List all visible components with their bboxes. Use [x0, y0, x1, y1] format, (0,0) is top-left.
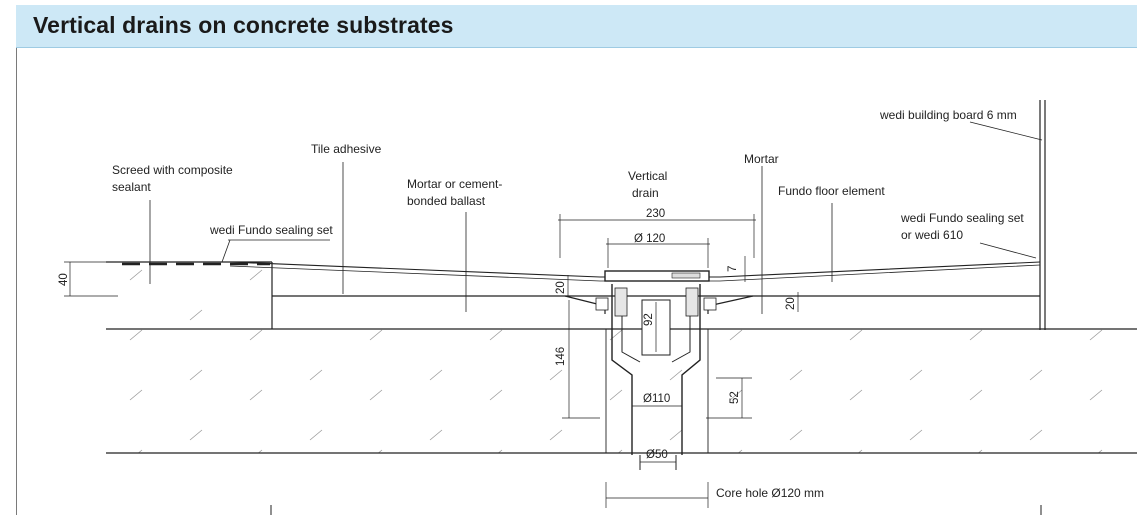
dim-50: Ø50 — [646, 449, 668, 461]
label-screed-line1: Screed with composite — [112, 163, 233, 177]
label-tile-adhesive: Tile adhesive — [311, 142, 382, 156]
label-fundo-sealing-set-left: wedi Fundo sealing set — [209, 223, 333, 237]
dim-110: Ø110 — [643, 393, 670, 405]
frame-left-border — [16, 48, 17, 515]
label-mortar-ballast-line2: bonded ballast — [407, 194, 486, 208]
page-title: Vertical drains on concrete substrates — [33, 12, 454, 38]
dim-92: 92 — [643, 313, 655, 326]
label-fundo-sealing-right-line1: wedi Fundo sealing set — [900, 211, 1024, 225]
dim-20-left: 20 — [555, 281, 567, 294]
dim-146: 146 — [555, 347, 567, 366]
annotation-labels: Screed with composite sealant Tile adhes… — [112, 108, 1024, 500]
label-mortar-ballast-line1: Mortar or cement- — [407, 177, 502, 191]
label-fundo-sealing-right-line2: or wedi 610 — [901, 228, 963, 242]
concrete-slab — [106, 328, 1137, 515]
dim-40: 40 — [58, 273, 70, 286]
dim-20-right: 20 — [785, 297, 797, 310]
dim-7: 7 — [727, 266, 739, 272]
label-screed-line2: sealant — [112, 180, 151, 194]
dim-120: Ø 120 — [634, 233, 665, 245]
screed-block — [106, 261, 273, 329]
label-core-hole: Core hole Ø120 mm — [716, 486, 824, 500]
label-vertical-drain-line2: drain — [632, 186, 659, 200]
label-mortar: Mortar — [744, 152, 779, 166]
label-fundo-floor-element: Fundo floor element — [778, 184, 885, 198]
label-building-board: wedi building board 6 mm — [879, 108, 1017, 122]
dimension-lines — [64, 214, 799, 508]
label-vertical-drain-line1: Vertical — [628, 169, 667, 183]
title-bar: Vertical drains on concrete substrates — [16, 5, 1137, 48]
dim-52: 52 — [729, 391, 741, 404]
leader-lines — [149, 121, 1043, 314]
dimension-labels: 40 230 Ø 120 7 20 20 92 146 52 Ø110 Ø50 — [58, 208, 797, 461]
wall-building-board — [1039, 100, 1046, 330]
dim-230: 230 — [646, 208, 665, 220]
